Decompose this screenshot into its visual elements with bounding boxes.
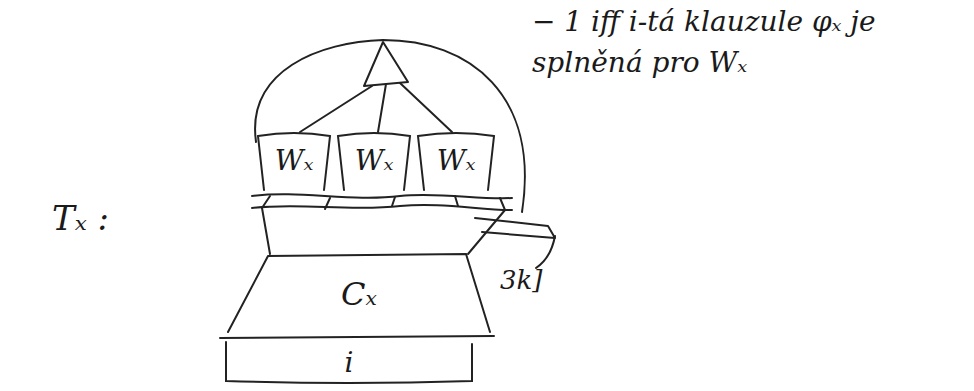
circuit-block: Wₓ (256, 130, 332, 190)
wire-band (252, 194, 512, 198)
block-label: i (345, 346, 354, 379)
outline-path (338, 133, 410, 190)
outline-path (228, 254, 490, 332)
block-label: Wₓ (355, 144, 394, 177)
tree-name: Tₓ : (52, 194, 172, 243)
circuit-block: Wₓ (416, 130, 496, 190)
leader-line (536, 236, 555, 268)
dome-arc (255, 40, 525, 212)
note-text: − 1 iff i-tá klauzule φₓ je splněná pro … (532, 2, 968, 83)
output-gate (364, 42, 408, 86)
bracket (475, 218, 555, 238)
block-label: Wₓ (437, 144, 476, 177)
wire-band (252, 205, 512, 210)
circuit-block: Wₓ (336, 130, 412, 190)
outline-path (258, 133, 330, 190)
outline-path (226, 342, 472, 383)
outline-path (418, 133, 494, 190)
block-label: Cₓ (341, 275, 377, 313)
circuit-block: Cₓ (226, 254, 492, 334)
gate-wires (300, 83, 452, 132)
band-to-c (262, 208, 505, 254)
block-label: Wₓ (275, 144, 314, 177)
size-label: 3k] (500, 262, 590, 300)
wire-ticks (262, 196, 505, 210)
base-line (220, 336, 494, 338)
index-box: i (224, 340, 474, 385)
